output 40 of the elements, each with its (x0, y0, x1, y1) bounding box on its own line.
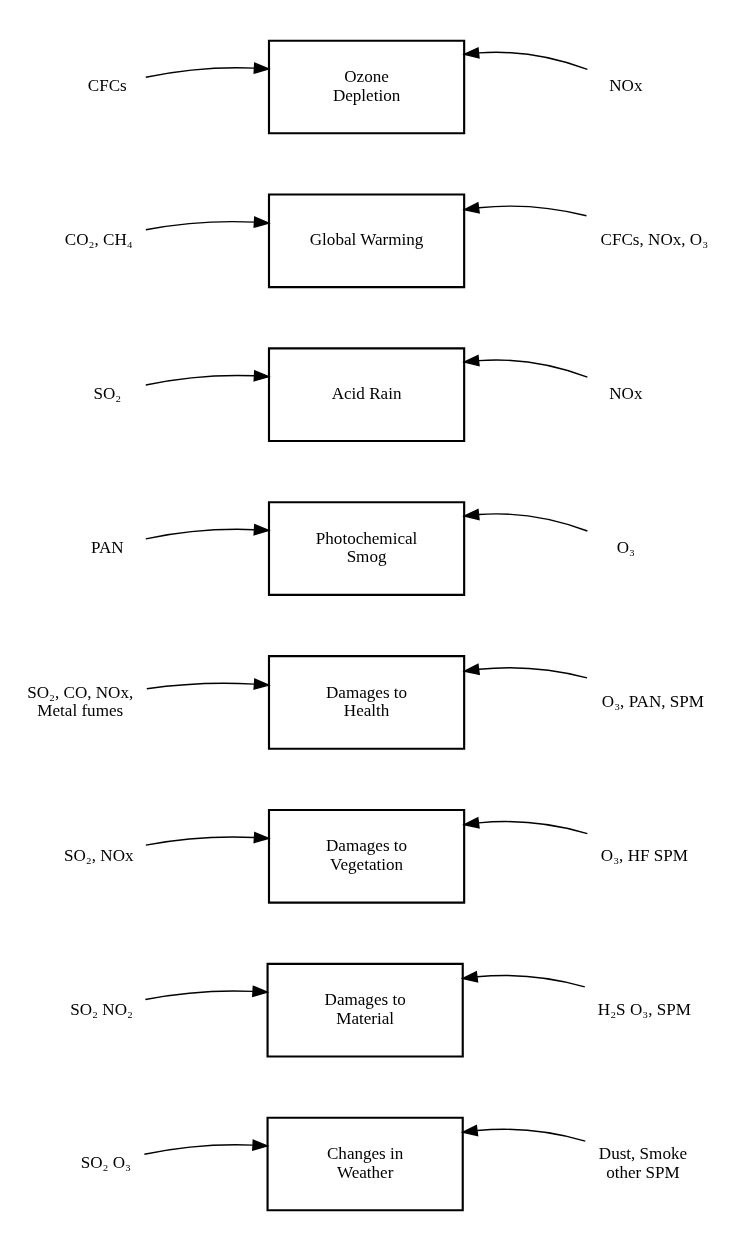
node-text: O₃, PAN, SPM (601, 691, 704, 711)
node-box: Damages to Vegetation (267, 808, 466, 904)
node-text: SO₂ (93, 384, 122, 404)
node-text: SO₂, NOx (63, 845, 134, 865)
node-text: SO₂, CO, NOx, Metal fumes (27, 682, 134, 721)
node-box: Changes in Weather (266, 1116, 464, 1212)
arrow (145, 62, 271, 78)
arrow (462, 46, 589, 71)
node-text: NOx (609, 384, 643, 404)
node-text: NOx (609, 76, 643, 96)
node-text: H₂S O₃, SPM (597, 999, 691, 1019)
node-text: SO₂ NO₂ (70, 999, 133, 1019)
node-box: Ozone Depletion (267, 39, 466, 135)
node-text: Dust, Smoke other SPM (598, 1144, 688, 1182)
arrow (145, 369, 271, 386)
arrow (462, 201, 588, 217)
arrow (143, 1139, 270, 1155)
node-box: Damages to Material (266, 962, 464, 1058)
node-box: Acid Rain (267, 347, 466, 443)
arrow (462, 663, 588, 679)
arrow (146, 678, 271, 691)
node-text: CO₂, CH₄ (64, 230, 133, 250)
arrow (462, 354, 589, 378)
node-text: SO₂ O₃ (80, 1153, 132, 1173)
arrow (462, 508, 589, 532)
node-box: Global Warming (267, 193, 466, 289)
node-text: CFCs (87, 76, 127, 96)
arrow (460, 1124, 586, 1142)
node-text: O₃, HF SPM (600, 845, 688, 865)
arrow (145, 216, 271, 231)
node-box: Damages to Health (267, 655, 466, 750)
node-text: PAN (90, 537, 124, 557)
arrow (145, 831, 271, 846)
arrow (144, 985, 270, 1001)
arrow (145, 523, 271, 540)
arrow (462, 816, 589, 835)
node-box: Photochemical Smog (267, 501, 466, 596)
node-text: O₃ (616, 537, 635, 557)
arrow (460, 970, 586, 988)
node-text: CFCs, NOx, O₃ (600, 230, 709, 250)
